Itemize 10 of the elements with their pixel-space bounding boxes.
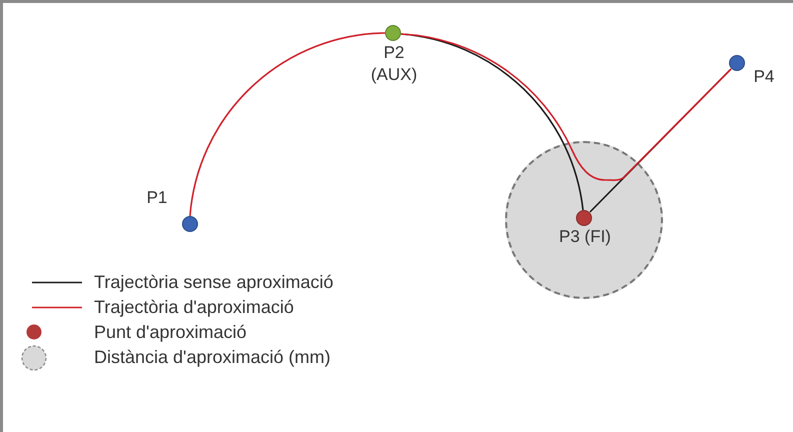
legend-text: Trajectòria d'aproximació [94, 296, 294, 319]
point-label: P1 [146, 187, 168, 209]
legend-text: Punt d'aproximació [94, 321, 247, 344]
point-label: P3 (FI) [558, 226, 612, 248]
trajectory-line [189, 32, 386, 216]
point-label: P4 [752, 66, 776, 88]
legend-text: Trajectòria sense aproximació [94, 271, 334, 294]
legend-text: Distància d'aproximació (mm) [94, 346, 330, 369]
trajectory-line [400, 33, 732, 181]
point-label: P2 (AUX) [370, 42, 418, 86]
